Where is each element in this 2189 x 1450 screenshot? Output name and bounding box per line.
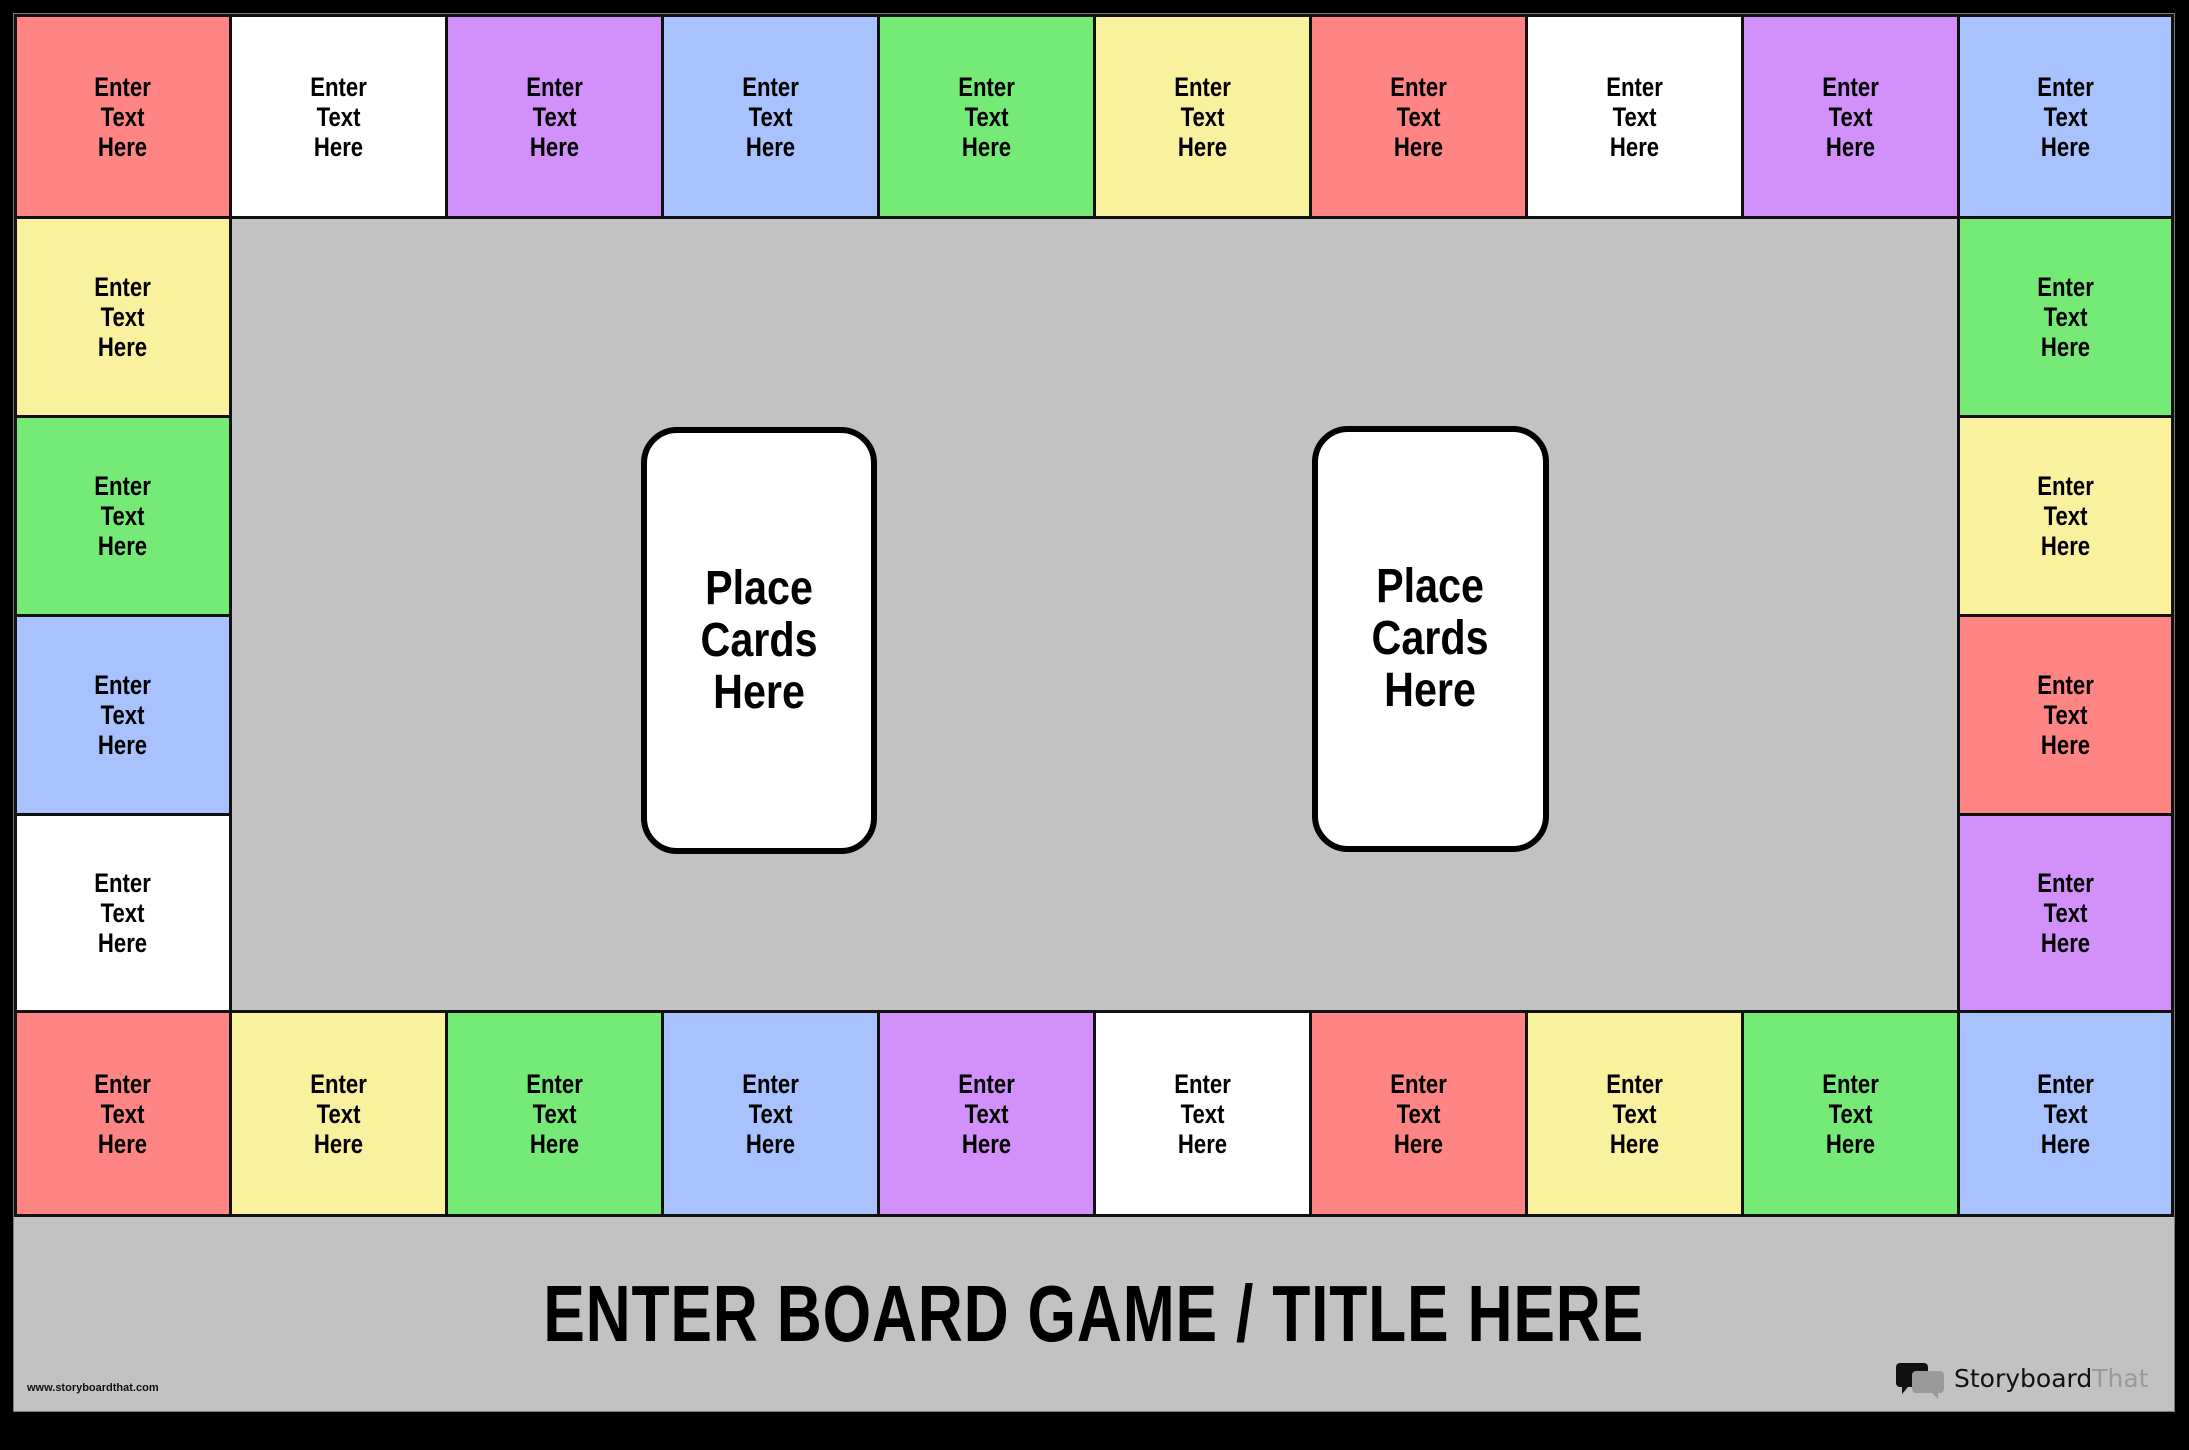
space-label: Enter Text Here — [1606, 1068, 1663, 1159]
space-label: Enter Text Here — [310, 71, 367, 162]
card-pile-label: Place Cards Here — [700, 561, 818, 719]
space-label: Enter Text Here — [94, 1068, 152, 1159]
space-label: Enter Text Here — [1174, 1068, 1231, 1159]
space-top-8[interactable]: Enter Text Here — [1525, 14, 1744, 219]
space-right-1[interactable]: Enter Text Here — [1957, 216, 2174, 418]
space-right-2[interactable]: Enter Text Here — [1957, 415, 2174, 617]
logo-wordmark: StoryboardThat — [1954, 1359, 2148, 1399]
speech-bubbles-icon — [1896, 1359, 1946, 1399]
board-center — [230, 218, 1960, 1013]
space-label: Enter Text Here — [1822, 71, 1879, 162]
space-top-5[interactable]: Enter Text Here — [877, 14, 1096, 219]
space-bottom-5[interactable]: Enter Text Here — [877, 1010, 1096, 1217]
card-pile-label: Place Cards Here — [1371, 560, 1490, 717]
space-label: Enter Text Here — [526, 1068, 583, 1159]
logo-text-that: That — [2092, 1364, 2149, 1393]
space-left-3[interactable]: Enter Text Here — [14, 614, 232, 816]
space-label: Enter Text Here — [2037, 71, 2094, 162]
space-label: Enter Text Here — [526, 71, 583, 162]
space-label: Enter Text Here — [1174, 71, 1231, 162]
space-left-4[interactable]: Enter Text Here — [14, 813, 232, 1013]
card-pile-left[interactable]: Place Cards Here — [641, 427, 877, 854]
space-bottom-9[interactable]: Enter Text Here — [1741, 1010, 1960, 1217]
space-label: Enter Text Here — [958, 71, 1015, 162]
space-left-2[interactable]: Enter Text Here — [14, 415, 232, 617]
logo-text-storyboard: Storyboard — [1954, 1364, 2093, 1393]
space-label: Enter Text Here — [94, 272, 152, 362]
card-pile-right[interactable]: Place Cards Here — [1312, 426, 1549, 852]
space-label: Enter Text Here — [94, 471, 152, 561]
space-label: Enter Text Here — [2037, 868, 2094, 958]
game-board: Enter Text Here Enter Text Here Enter Te… — [13, 13, 2175, 1412]
space-top-6[interactable]: Enter Text Here — [1093, 14, 1312, 219]
space-label: Enter Text Here — [94, 868, 152, 958]
space-bottom-1[interactable]: Enter Text Here — [14, 1010, 232, 1217]
space-label: Enter Text Here — [1822, 1068, 1879, 1159]
space-label: Enter Text Here — [2037, 670, 2094, 760]
footer-url: www.storyboardthat.com — [27, 1382, 159, 1394]
space-bottom-4[interactable]: Enter Text Here — [661, 1010, 880, 1217]
space-top-1[interactable]: Enter Text Here — [14, 14, 232, 219]
space-label: Enter Text Here — [958, 1068, 1015, 1159]
space-label: Enter Text Here — [2037, 272, 2094, 362]
space-top-3[interactable]: Enter Text Here — [445, 14, 664, 219]
space-label: Enter Text Here — [94, 670, 152, 760]
space-label: Enter Text Here — [2037, 1068, 2094, 1159]
space-bottom-10[interactable]: Enter Text Here — [1957, 1010, 2174, 1217]
title-banner: ENTER BOARD GAME / TITLE HERE — [14, 1216, 2174, 1411]
space-bottom-2[interactable]: Enter Text Here — [229, 1010, 448, 1217]
board-game-title[interactable]: ENTER BOARD GAME / TITLE HERE — [543, 1268, 1645, 1358]
space-label: Enter Text Here — [1606, 71, 1663, 162]
space-bottom-3[interactable]: Enter Text Here — [445, 1010, 664, 1217]
space-label: Enter Text Here — [742, 71, 799, 162]
space-top-4[interactable]: Enter Text Here — [661, 14, 880, 219]
space-top-7[interactable]: Enter Text Here — [1309, 14, 1528, 219]
space-top-10[interactable]: Enter Text Here — [1957, 14, 2174, 219]
space-label: Enter Text Here — [94, 71, 152, 162]
space-bottom-6[interactable]: Enter Text Here — [1093, 1010, 1312, 1217]
space-label: Enter Text Here — [310, 1068, 367, 1159]
space-label: Enter Text Here — [1390, 1068, 1447, 1159]
space-top-2[interactable]: Enter Text Here — [229, 14, 448, 219]
space-label: Enter Text Here — [1390, 71, 1447, 162]
space-label: Enter Text Here — [742, 1068, 799, 1159]
space-right-4[interactable]: Enter Text Here — [1957, 813, 2174, 1013]
space-left-1[interactable]: Enter Text Here — [14, 216, 232, 418]
space-top-9[interactable]: Enter Text Here — [1741, 14, 1960, 219]
storyboardthat-logo: StoryboardThat — [1896, 1359, 2148, 1399]
space-right-3[interactable]: Enter Text Here — [1957, 614, 2174, 816]
space-label: Enter Text Here — [2037, 471, 2094, 561]
space-bottom-8[interactable]: Enter Text Here — [1525, 1010, 1744, 1217]
space-bottom-7[interactable]: Enter Text Here — [1309, 1010, 1528, 1217]
